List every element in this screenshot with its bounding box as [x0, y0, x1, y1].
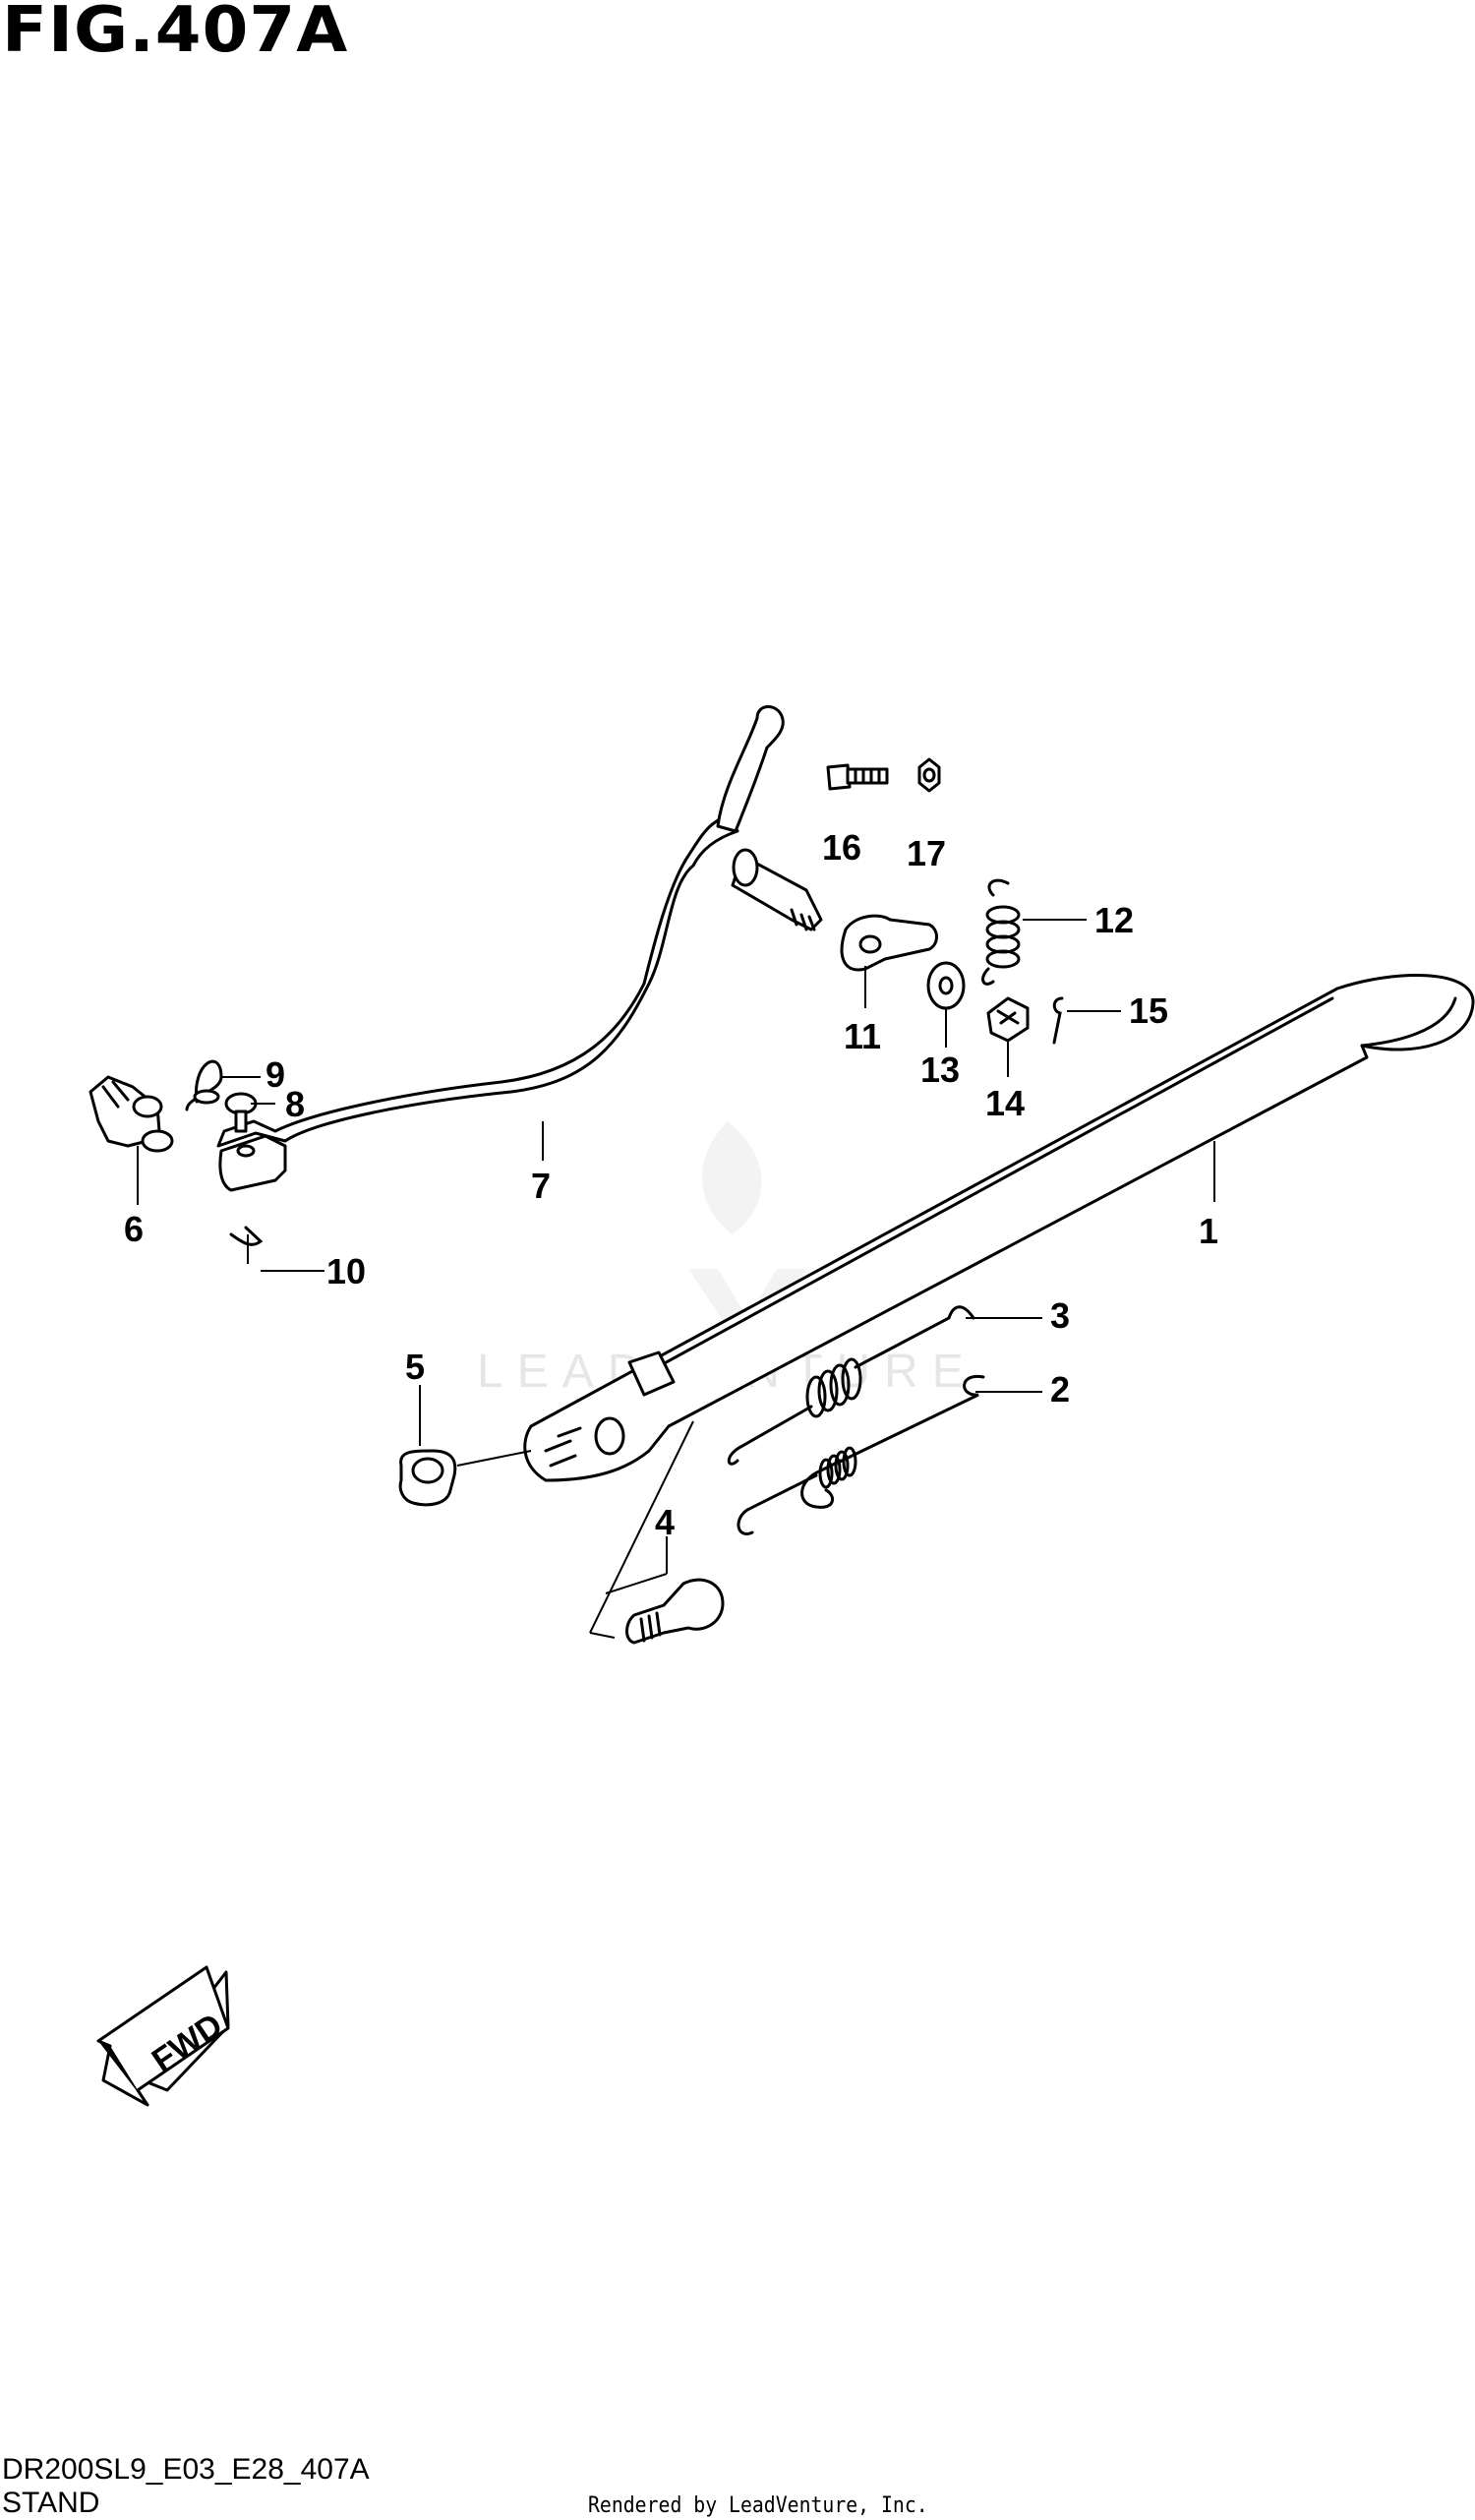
stand-bolt-part[interactable]: [625, 1578, 725, 1645]
leader-lines: [137, 919, 1215, 1639]
callout-9: 9: [266, 1054, 285, 1095]
callout-1: 1: [1199, 1211, 1218, 1251]
callout-7: 7: [531, 1166, 551, 1206]
callout-5: 5: [405, 1347, 425, 1387]
callout-17: 17: [907, 833, 946, 873]
figure-title: FIG.407A: [2, 0, 349, 67]
bolt-part[interactable]: [826, 763, 889, 791]
callout-15: 15: [1129, 990, 1168, 1031]
spring-outer-part[interactable]: [727, 1305, 975, 1466]
fwd-arrow-icon: FWD: [96, 1965, 230, 2107]
washer-part[interactable]: [926, 961, 966, 1010]
callout-4: 4: [655, 1502, 675, 1542]
model-code: DR200SL9_E03_E28_407A: [2, 2453, 370, 2486]
nut-part[interactable]: [986, 996, 1030, 1043]
callout-16: 16: [822, 827, 861, 868]
callout-12: 12: [1094, 900, 1134, 940]
brake-pedal-part[interactable]: [216, 705, 823, 1192]
small-nut-part[interactable]: [917, 757, 941, 793]
callout-8: 8: [285, 1084, 305, 1124]
spring-inner-part[interactable]: [737, 1374, 985, 1535]
callout-13: 13: [920, 1050, 960, 1090]
stopper-plate-part[interactable]: [840, 914, 938, 972]
pedal-holder-part[interactable]: [88, 1075, 174, 1153]
callout-2: 2: [1050, 1369, 1070, 1410]
side-stand-part[interactable]: [523, 973, 1475, 1482]
section-name: STAND: [2, 2487, 100, 2519]
stand-nut-part[interactable]: [398, 1449, 457, 1507]
callout-14: 14: [985, 1083, 1025, 1123]
callout-11: 11: [844, 1016, 881, 1056]
washer-clip-part[interactable]: [185, 1059, 223, 1111]
callout-10: 10: [326, 1251, 366, 1291]
callout-6: 6: [124, 1209, 144, 1249]
cotter-pin-part[interactable]: [229, 1226, 264, 1246]
watermark-logo: [688, 1121, 806, 1357]
pin-part[interactable]: [224, 1092, 258, 1133]
callout-3: 3: [1050, 1295, 1070, 1336]
return-spring-part[interactable]: [981, 878, 1021, 986]
small-cotter-pin-part[interactable]: [1052, 996, 1064, 1045]
